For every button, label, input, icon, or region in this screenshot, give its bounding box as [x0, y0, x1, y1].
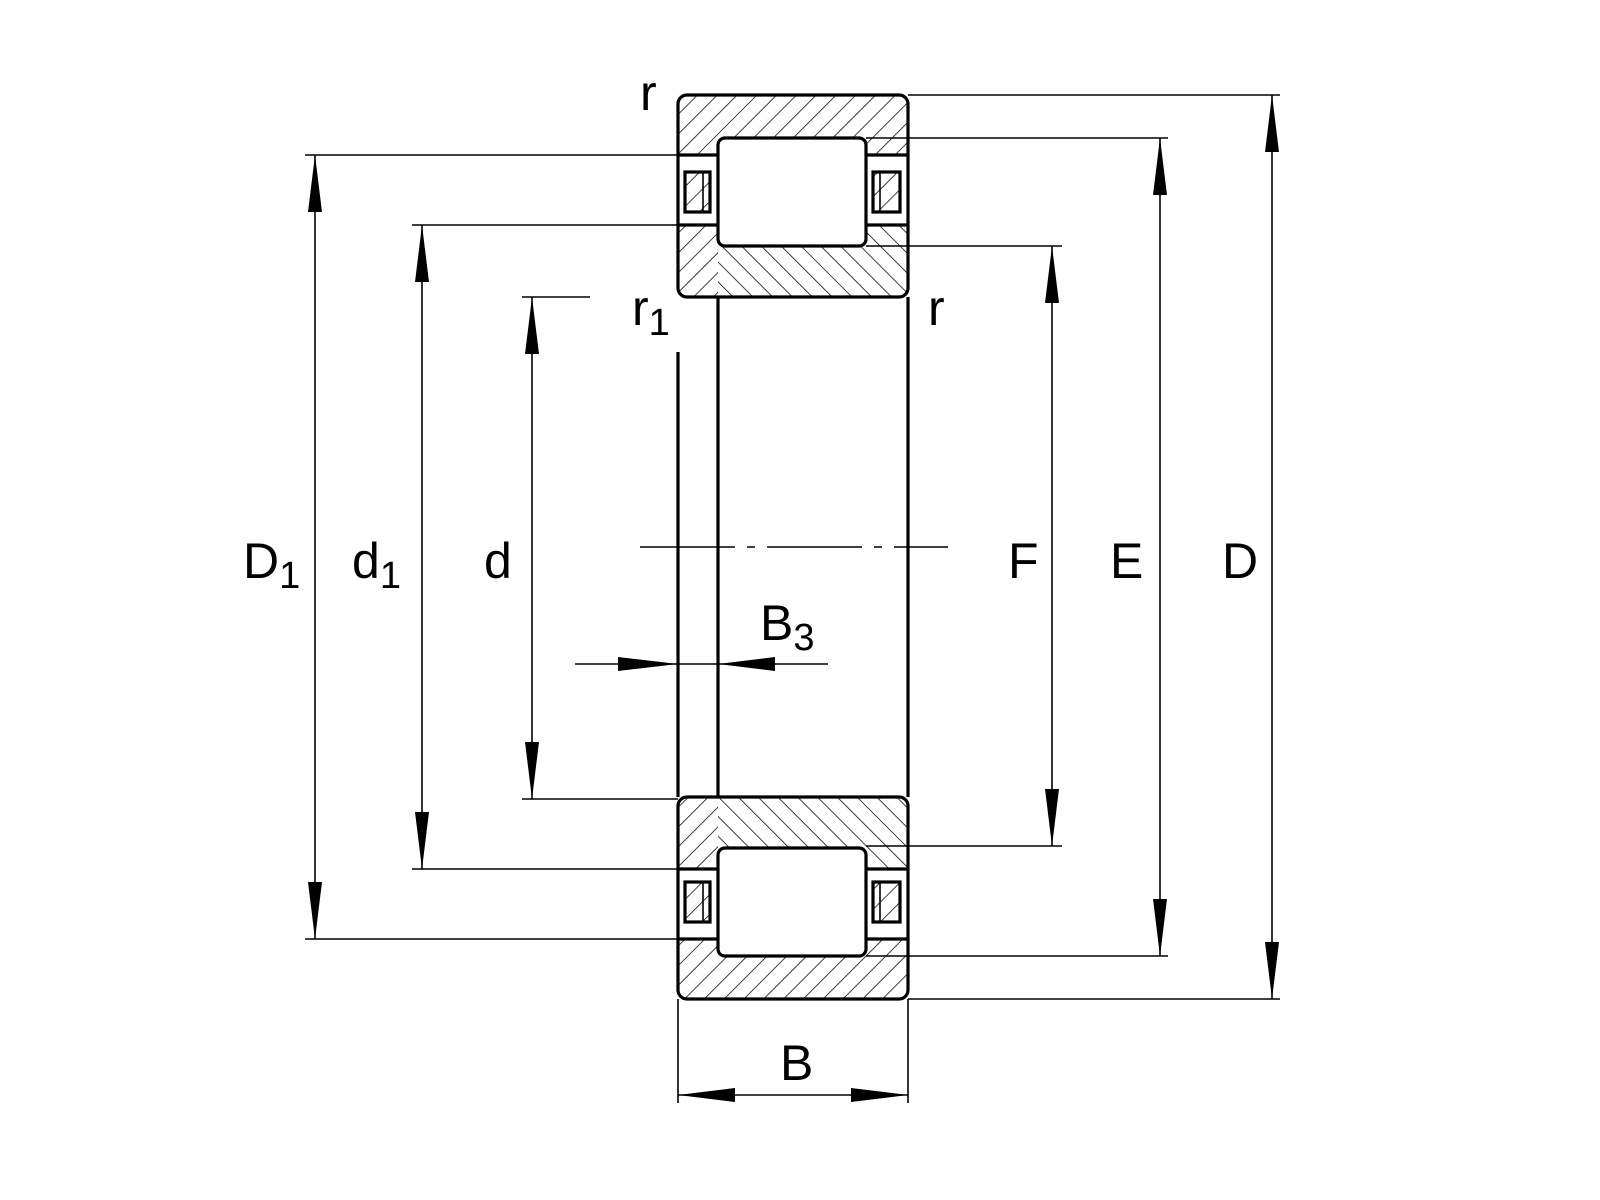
- label-r-top: r: [640, 65, 657, 121]
- bearing-top-section: [676, 93, 910, 299]
- label-B: B: [780, 1035, 813, 1091]
- cage-right-top: [871, 170, 902, 214]
- cage-right-bottom: [871, 880, 902, 924]
- dim-B: [678, 1088, 908, 1102]
- dim-D: [1265, 95, 1279, 999]
- label-F: F: [1008, 533, 1039, 589]
- label-r1: r1: [632, 280, 670, 344]
- dimension-lines: [308, 95, 1279, 1102]
- dim-d1: [415, 225, 429, 869]
- extension-lines: [305, 94, 1280, 1103]
- label-d1: d1: [352, 533, 401, 597]
- cage-left-bottom: [683, 880, 712, 924]
- dim-E: [1153, 138, 1167, 956]
- inner-ring-top: [718, 246, 908, 297]
- inner-ring-rib-bottom: [866, 848, 908, 869]
- dim-F: [1045, 246, 1059, 846]
- angle-ring-bottom: [678, 797, 718, 869]
- inner-ring-bottom: [718, 797, 908, 848]
- outer-contour-bottom: [676, 795, 910, 1001]
- label-B3: B3: [760, 595, 815, 659]
- dim-D1: [308, 155, 322, 939]
- label-D1: D1: [243, 533, 300, 597]
- angle-ring-top: [678, 225, 718, 297]
- outer-contour-top: [676, 93, 910, 299]
- label-r-right: r: [928, 280, 945, 336]
- dim-d: [525, 297, 539, 799]
- inner-ring-rib-top: [866, 225, 908, 246]
- cage-left-top: [683, 170, 712, 214]
- label-E: E: [1110, 533, 1143, 589]
- dim-B3: [575, 657, 828, 671]
- label-d: d: [484, 533, 512, 589]
- bearing-bottom-section: [676, 795, 910, 1001]
- roller-top: [716, 136, 868, 248]
- label-D: D: [1222, 533, 1258, 589]
- roller-bottom: [716, 846, 868, 958]
